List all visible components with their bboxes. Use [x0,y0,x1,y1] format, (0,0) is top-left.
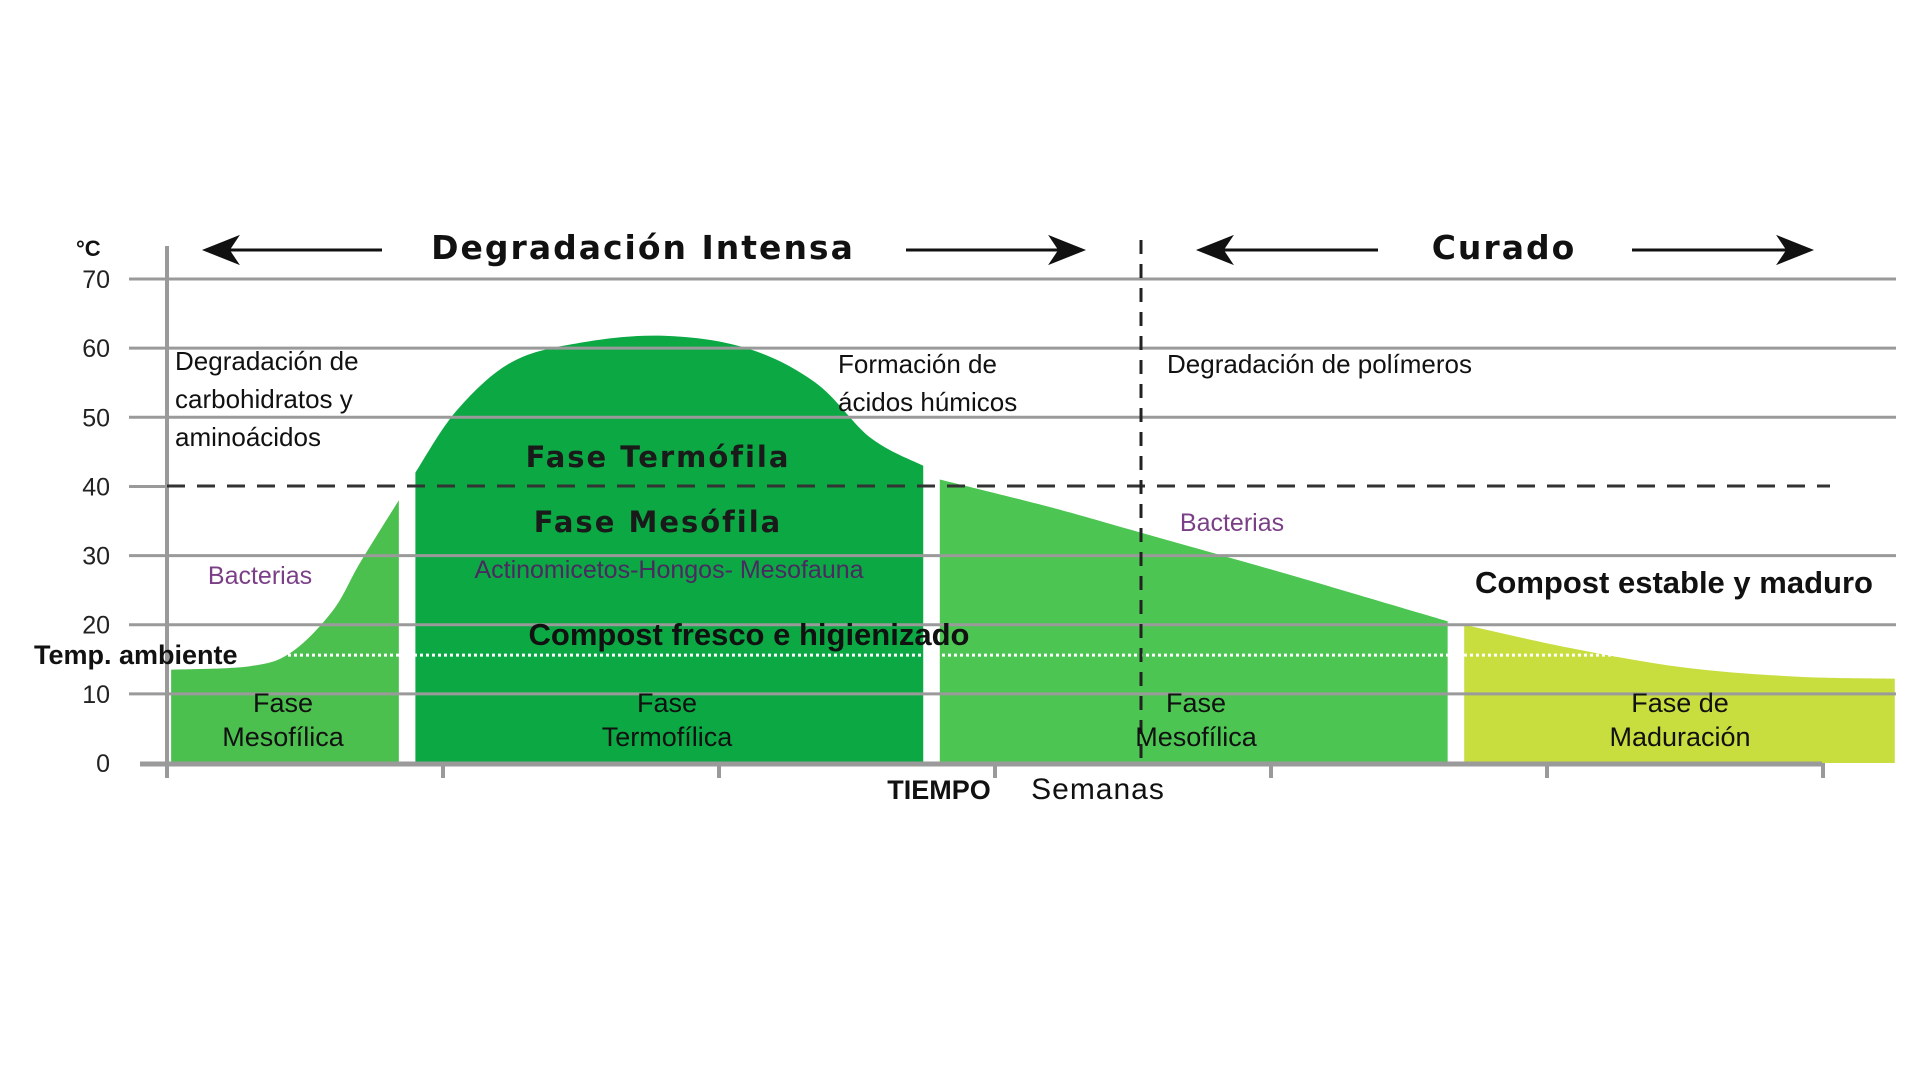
annotation-polimeros: Degradación de polímeros [1167,349,1472,379]
label-fase-termofila: Fase Termófila [526,440,791,474]
region-label-mesofilica-2-line2: Mesofílica [1135,722,1258,752]
annotation-carbohidratos-1: Degradación de [175,346,359,376]
x-ticks [165,763,1825,778]
header-degradacion-intensa: Degradación Intensa [431,228,855,267]
y-tick-label: 10 [82,681,110,709]
region-label-mesofilica-2-line1: Fase [1166,688,1226,718]
header-arrows [201,234,1815,266]
annotation-humicos-2: ácidos húmicos [838,387,1017,417]
annotation-carbohidratos-3: aminoácidos [175,422,321,452]
y-tick-label: 50 [82,404,110,432]
x-axis-label: TIEMPO [887,775,991,805]
label-temp-ambiente: Temp. ambiente [34,640,238,670]
region-label-mesofilica-1-line2: Mesofílica [222,722,345,752]
x-axis-unit: Semanas [1031,773,1165,806]
label-fase-mesofila: Fase Mesófila [534,505,782,539]
y-tick-labels: 0 10 20 30 40 50 60 70 [82,266,110,778]
arrow-left-icon [201,234,240,266]
label-compost-estable: Compost estable y maduro [1475,565,1873,600]
region-label-termofilica-line1: Fase [637,688,697,718]
region-label-maduracion-line2: Maduración [1609,722,1750,752]
arrow-right-icon [1776,234,1815,266]
gridlines [129,277,1896,696]
arrow-right-icon [1048,234,1087,266]
label-bacterias-1: Bacterias [208,562,312,590]
annotation-carbohidratos-2: carbohidratos y [175,384,353,414]
y-tick-label: 0 [96,750,110,778]
phase-area-0 [171,500,399,763]
region-label-mesofilica-1-line1: Fase [253,688,313,718]
label-compost-fresco: Compost fresco e higienizado [529,617,970,652]
y-tick-label: 30 [82,543,110,571]
y-tick-label: 60 [82,335,110,363]
region-label-maduracion-line1: Fase de [1631,688,1729,718]
y-tick-label: 40 [82,473,110,501]
label-bacterias-2: Bacterias [1180,509,1284,537]
y-tick-label: 70 [82,266,110,294]
region-label-termofilica-line2: Termofílica [602,722,734,752]
phase-area-2 [939,479,1448,763]
y-tick-label: 20 [82,612,110,640]
arrow-left-icon [1195,234,1234,266]
header-curado: Curado [1432,228,1577,267]
annotation-humicos-1: Formación de [838,349,997,379]
label-microorganismos: Actinomicetos-Hongos- Mesofauna [474,556,863,584]
y-axis-unit: °C [76,236,101,261]
